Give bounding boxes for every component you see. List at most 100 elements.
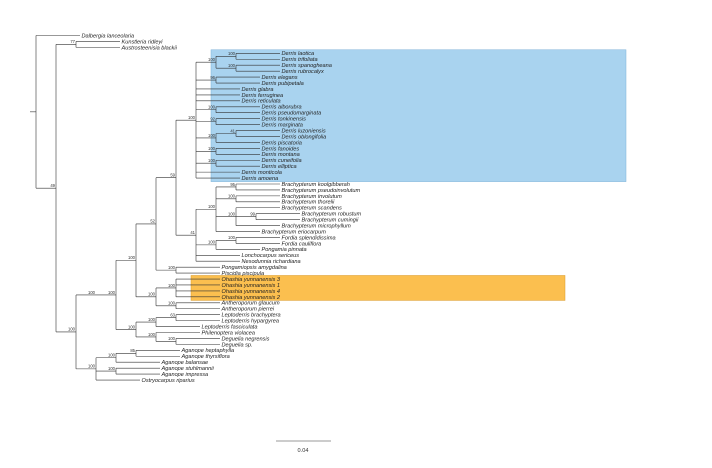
tip-label: Brachypterum cumingii xyxy=(302,218,360,224)
support-value: 100 xyxy=(208,204,216,209)
tip-label: Ohashia yunnanensis 2 xyxy=(222,295,281,301)
tip-label: Pongamia pinnata xyxy=(262,247,307,253)
support-value: 100 xyxy=(208,57,216,62)
support-value: 96 xyxy=(210,75,215,80)
tip-label: Derris tonkinensis xyxy=(262,117,307,123)
support-value: 100 xyxy=(228,235,236,240)
tip-label: Derris monticola xyxy=(242,170,282,176)
support-value: 77 xyxy=(70,39,75,44)
tip-label: Aganope heptaphylla xyxy=(181,348,235,354)
support-value: 100 xyxy=(188,115,196,120)
tip-label: Leptoderris hypargyrea xyxy=(222,319,280,325)
tip-label: Derris pubipetala xyxy=(262,81,304,87)
support-value: 100 xyxy=(168,283,176,288)
tip-label: Derris elliptica xyxy=(262,164,297,170)
tip-label: Derris glabra xyxy=(242,87,274,93)
tip-label: Dalbergia lanceolaria xyxy=(82,33,135,39)
support-value: 85 xyxy=(130,348,135,353)
support-value: 99 xyxy=(250,211,255,216)
scale-bar-label: 0.04 xyxy=(298,448,309,454)
support-value: 100 xyxy=(228,194,236,199)
support-value: 100 xyxy=(168,336,176,341)
support-value: 52 xyxy=(150,219,155,224)
tip-label: Derris cuneifolia xyxy=(262,158,302,164)
tip-label: Derris oblongifolia xyxy=(282,134,327,140)
support-value: 100 xyxy=(208,146,216,151)
tip-label: Brachypterum pseudoinvolutum xyxy=(282,188,361,194)
tip-label: Brachypterum eriocarpum xyxy=(262,229,327,235)
tip-label: Derris fanoides xyxy=(262,146,300,152)
tip-label: Fordia splendidissima xyxy=(282,235,336,241)
support-value: 100 xyxy=(208,133,216,138)
tip-label: Derris alborubra xyxy=(262,105,302,111)
tip-label: Lonchocarpus sericeus xyxy=(242,253,300,259)
tip-label: Derris marginata xyxy=(262,123,303,129)
tip-label: Antheroporum glaucum xyxy=(221,301,280,307)
support-value: 100 xyxy=(168,265,176,270)
tip-label: Leptoderris fasciculata xyxy=(202,324,258,330)
tip-label: Derris amoena xyxy=(242,176,279,182)
tip-label: Derris piscatoria xyxy=(262,140,302,146)
support-value: 100 xyxy=(88,364,96,369)
support-value: 100 xyxy=(148,332,156,337)
support-value: 95 xyxy=(230,182,235,187)
support-value: 49 xyxy=(50,183,55,188)
tip-label: Brachypterum robustum xyxy=(302,212,362,218)
support-value: 100 xyxy=(148,317,156,322)
tip-label: Brachypterum thorelii xyxy=(282,200,336,206)
tip-label: Leptoderris brachyptera xyxy=(222,313,281,319)
tip-label: Derris elegans xyxy=(262,75,298,81)
tip-label: Ohashia yunnanensis 4 xyxy=(222,289,280,295)
highlight-orange xyxy=(190,275,566,301)
support-value: 100 xyxy=(168,301,176,306)
support-value: 100 xyxy=(108,353,116,358)
support-value: 63 xyxy=(170,312,175,317)
highlight-blue xyxy=(210,49,627,182)
tip-label: Ohashia yunnanensis 1 xyxy=(222,283,280,289)
tip-label: Brachypterum involutum xyxy=(282,194,343,200)
tip-label: Aganope stuhlmannii xyxy=(161,366,215,372)
tip-label: Pongamiopsis amygdalina xyxy=(222,265,287,271)
tip-label: Brachypterum microphyllum xyxy=(282,223,352,229)
support-value: 41 xyxy=(190,230,195,235)
support-value: 41 xyxy=(230,128,235,133)
tip-label: Austrosteenisia blackii xyxy=(121,45,178,51)
support-value: 100 xyxy=(208,105,216,110)
support-value: 100 xyxy=(128,255,136,260)
tip-label: Derris montana xyxy=(262,152,300,158)
tip-label: Aganope impressa xyxy=(161,372,209,378)
tip-label: Derris reticulata xyxy=(242,99,281,105)
tip-label: Derris spanogheana xyxy=(282,63,332,69)
tip-label: Fordia cauliflora xyxy=(282,241,322,247)
support-value: 100 xyxy=(88,290,96,295)
tip-label: Kunstleria ridleyi xyxy=(122,39,164,45)
support-value: 100 xyxy=(208,240,216,245)
support-value: 100 xyxy=(128,324,136,329)
support-value: 92 xyxy=(210,116,215,121)
tip-label: Antheroporum pierrei xyxy=(221,307,275,313)
tip-label: Derris laotica xyxy=(282,51,315,57)
tip-label: Derris luzoniensis xyxy=(282,128,326,134)
support-value: 100 xyxy=(68,327,76,332)
tip-label: Brachypterum koolgibberah xyxy=(282,182,350,188)
tip-label: Derris trifoliata xyxy=(282,57,318,63)
tip-label: Derris pseudomarginata xyxy=(262,111,322,117)
tip-label: Ostryocarpus riparius xyxy=(142,378,195,384)
support-value: 100 xyxy=(228,51,236,56)
support-value: 100 xyxy=(228,63,236,68)
tip-label: Philenoptera violacea xyxy=(202,330,256,336)
tip-label: Brachypterum scandens xyxy=(282,206,343,212)
support-value: 100 xyxy=(108,290,116,295)
tree-branches xyxy=(30,35,300,381)
clade-highlights xyxy=(190,49,627,301)
tip-label: Piscidia piscipula xyxy=(222,271,265,277)
tip-label: Aganope balansae xyxy=(161,360,209,366)
tip-label: Aganope thyrsiflora xyxy=(181,354,230,360)
tip-label: Derris rubrocalyx xyxy=(282,69,324,75)
support-value: 100 xyxy=(228,211,236,216)
support-value: 100 xyxy=(108,366,116,371)
tip-label: Deguelia sp. xyxy=(222,342,253,348)
tip-label: Derris ferruginea xyxy=(242,93,284,99)
